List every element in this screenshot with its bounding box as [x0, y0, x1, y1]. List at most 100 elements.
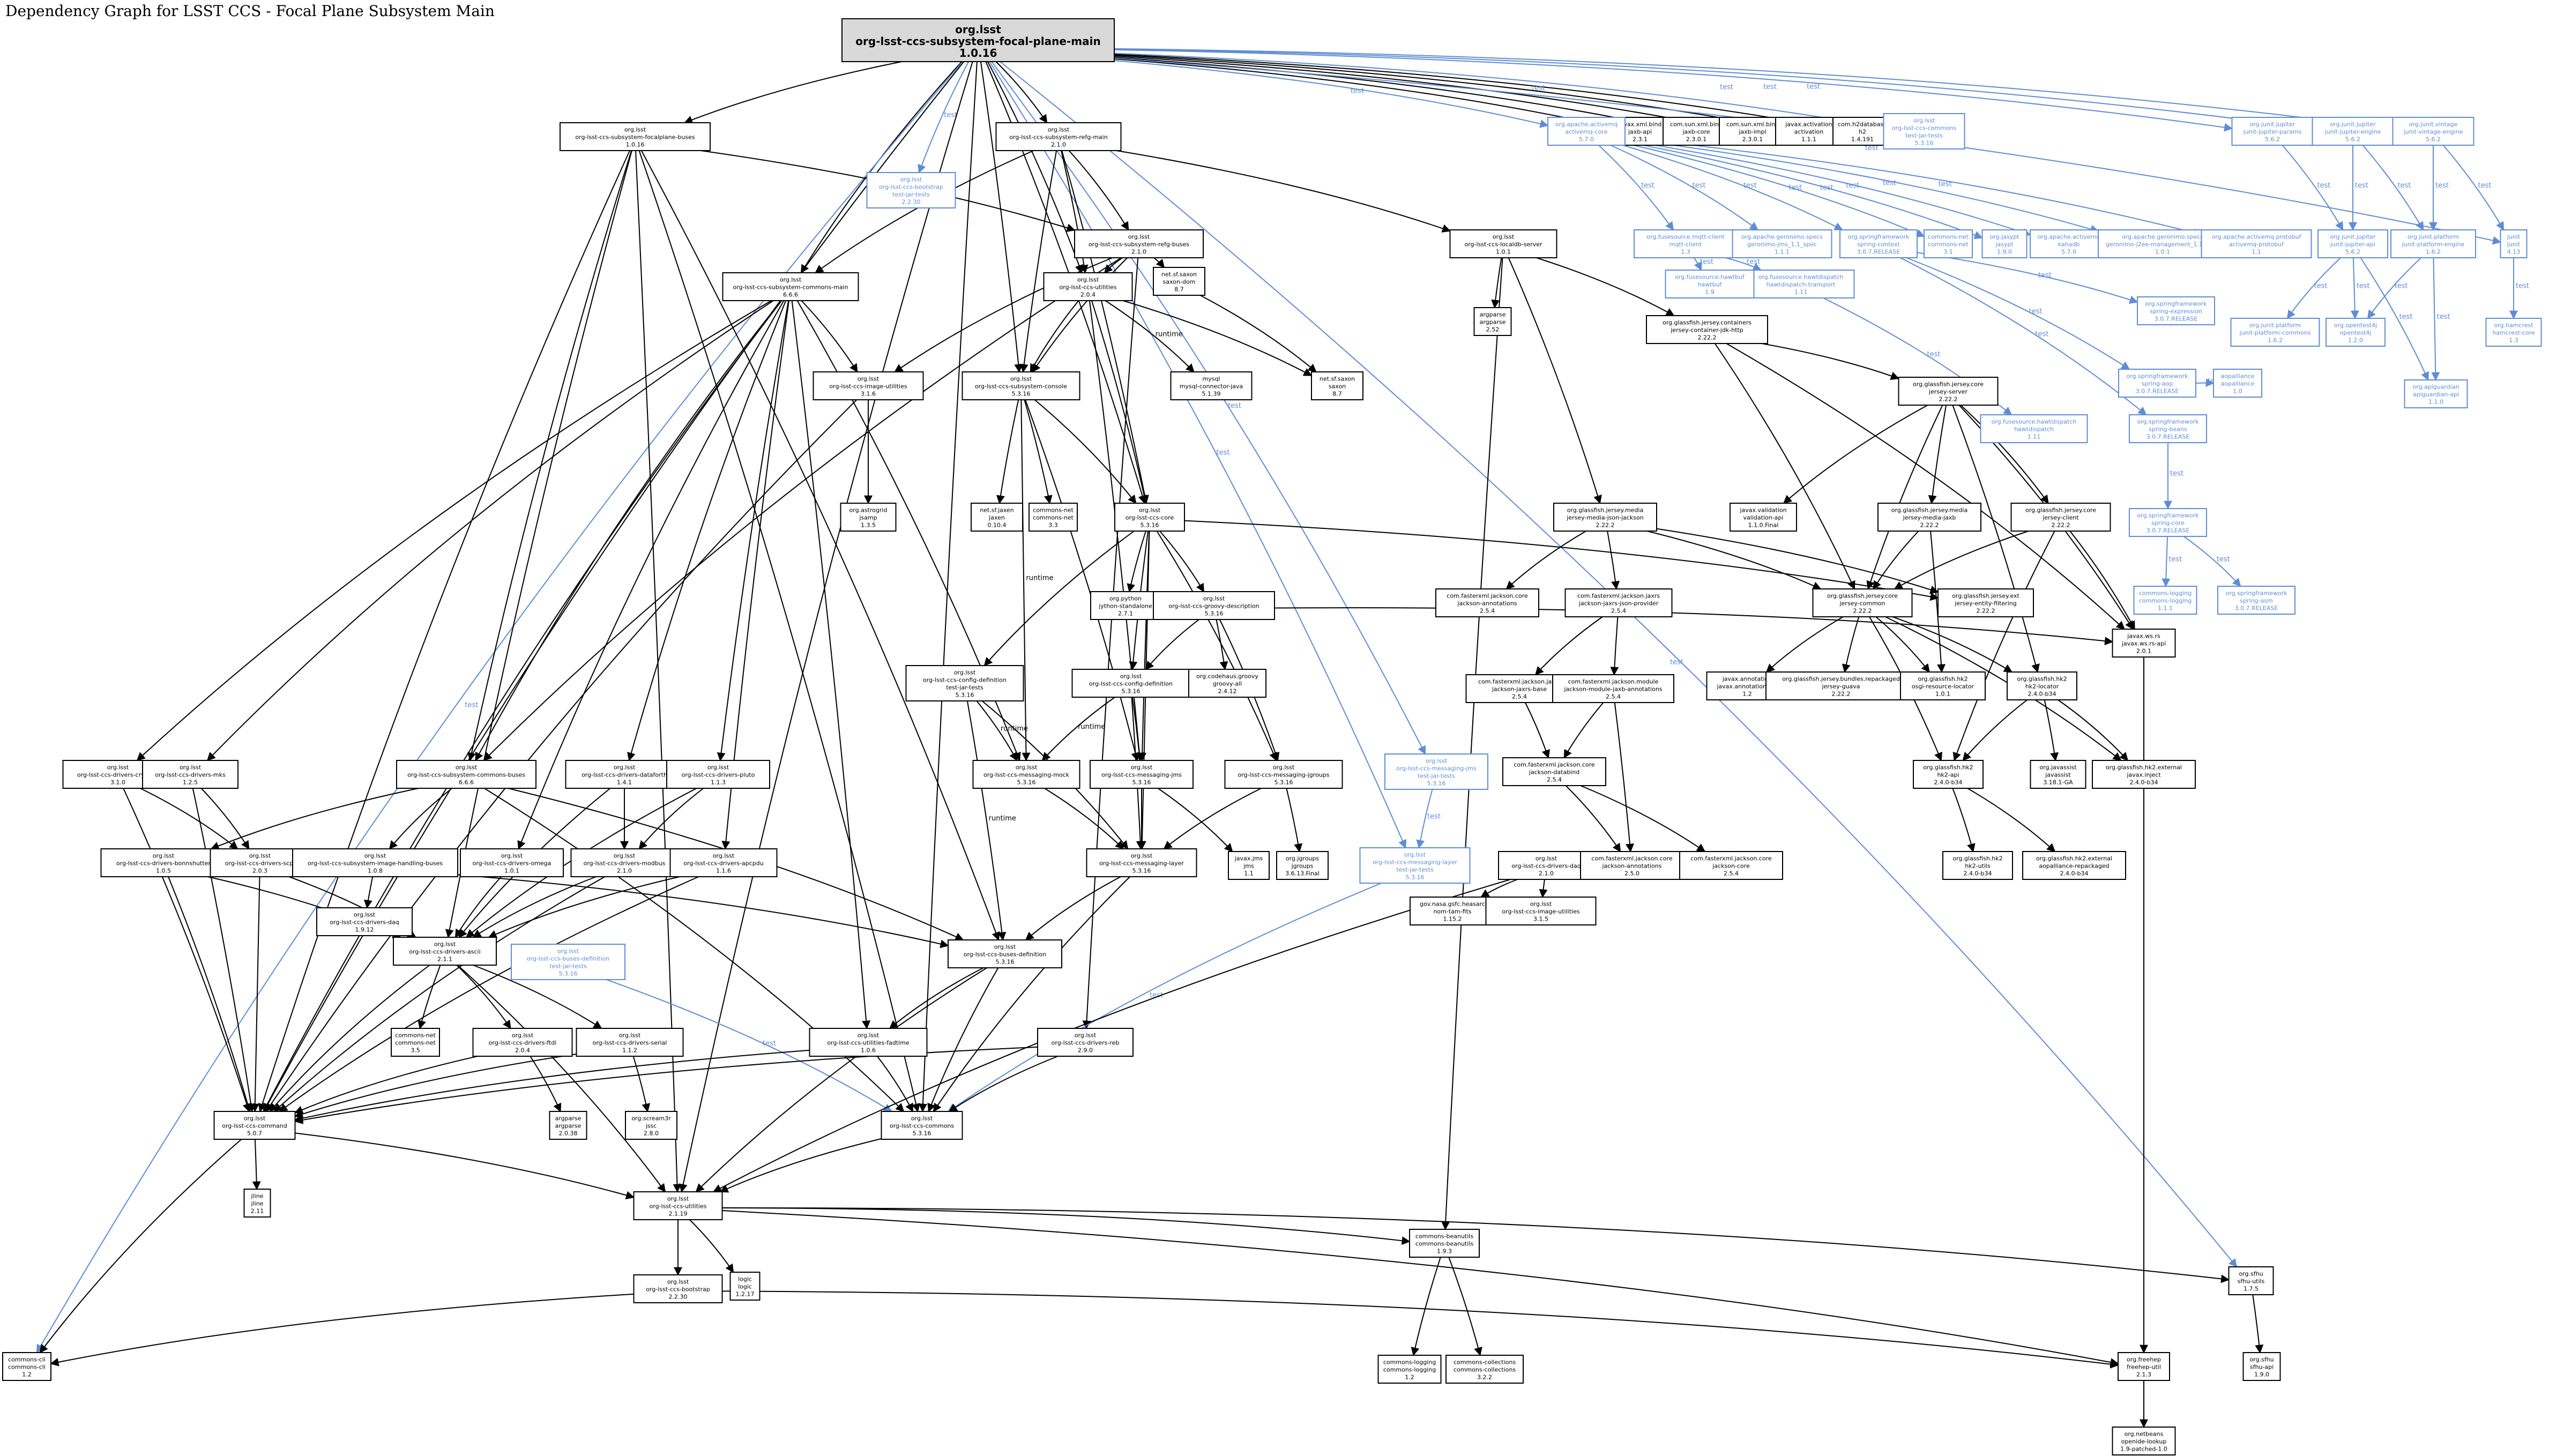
- node-label-line: 2.1.0: [617, 868, 632, 875]
- node-label-line: hawtdispatch: [2014, 426, 2054, 433]
- dependency-edge: [717, 300, 789, 761]
- node-label-line: jersey-common: [1839, 600, 1885, 607]
- node-label-line: junit-vintage-engine: [2403, 129, 2463, 136]
- node-box: [2242, 1352, 2281, 1381]
- node-label-line: org-lsst-ccs-localdb-server: [1465, 241, 1542, 248]
- node-label-line: org.lsst: [1530, 901, 1552, 908]
- node-box: [576, 1028, 684, 1057]
- node-box: [2, 1352, 51, 1381]
- dependency-edge: [1952, 531, 2055, 761]
- node-box: [1473, 307, 1512, 336]
- edge-scope-label: test: [1883, 179, 1896, 187]
- node-label-line: groovy-all: [1213, 681, 1242, 688]
- node-box: [840, 503, 897, 532]
- node-label-line: org.springframework: [2145, 301, 2207, 308]
- node-label-line: org.springframework: [2137, 512, 2199, 519]
- node-label-line: 1.15.2: [1443, 916, 1462, 923]
- dependency-edge: [1025, 876, 1121, 941]
- edge-scope-label: test: [2398, 182, 2411, 190]
- node-label-line: 2.5.0: [1624, 870, 1639, 877]
- node-label-line: org.lsst: [1273, 764, 1295, 771]
- node-label-line: jersey-container-jdk-http: [1670, 327, 1743, 334]
- node-label-line: junit: [2507, 241, 2521, 248]
- node-label-line: spring-expression: [2150, 308, 2202, 315]
- node-box: [625, 1111, 677, 1140]
- dependency-edge: [719, 1138, 882, 1193]
- dependency-edge: [168, 876, 252, 1112]
- dependency-edge: [1894, 531, 2029, 589]
- node-box: [1913, 760, 1984, 789]
- node-label-line: 2.3.1: [1633, 136, 1648, 143]
- node-label-line: commons-net: [395, 1040, 436, 1047]
- dependency-edge: [1114, 53, 1885, 131]
- node-label-line: 2.4.0-b34: [1964, 870, 1992, 877]
- node-box: [2137, 296, 2215, 325]
- edge-scope-label: test: [1846, 182, 1859, 190]
- node-box: [2030, 760, 2086, 789]
- dependency-edge: [295, 1132, 635, 1200]
- node-label-line: 3.1.0: [110, 779, 125, 786]
- node-label-line: gov.nasa.gsfc.heasarc: [1420, 901, 1485, 908]
- node-box: [633, 1191, 723, 1220]
- node-label-line: 3.0.7.RELEASE: [1857, 249, 1900, 256]
- node-label-line: commons-logging: [1383, 1367, 1436, 1373]
- node-label-line: com.fasterxml.jackson.module: [1568, 678, 1659, 685]
- dependency-edge: [722, 1210, 2119, 1367]
- dependency-edge: [1116, 150, 1451, 233]
- node-label-line: org-lsst-ccs-messaging-layer: [1099, 860, 1184, 867]
- dependency-edge: [1114, 48, 2394, 132]
- node-box: [866, 172, 956, 208]
- node-label-line: org.apiguardian: [2412, 384, 2459, 391]
- node-label-line: commons-logging: [1383, 1359, 1436, 1366]
- node-box: [1552, 674, 1674, 703]
- node-label-line: jaxb-api: [1628, 129, 1652, 136]
- node-label-line: jaxb-impl: [1738, 129, 1766, 136]
- node-box: [1037, 1028, 1134, 1057]
- node-label-line: org.junit.platform: [2249, 322, 2301, 329]
- node-label-line: jssc: [645, 1123, 657, 1130]
- node-label-line: org.lsst: [249, 853, 271, 860]
- dependency-edge: [2442, 145, 2505, 231]
- node-label-line: org.opentest4j: [2334, 322, 2377, 329]
- dependency-edge: [1000, 61, 2238, 1268]
- node-box: [1547, 117, 1626, 146]
- dependency-edge: [947, 883, 1382, 1112]
- node-label-line: 2.0.4: [515, 1047, 530, 1054]
- dependency-edge: [1068, 150, 1129, 231]
- node-label-line: commons-net: [395, 1032, 436, 1039]
- node-label-line: 5.3.16: [1122, 688, 1141, 695]
- node-label-line: 2.22.2: [1920, 522, 1939, 529]
- node-label-line: net.sf.jaxen: [980, 507, 1014, 514]
- node-label-line: org.lsst: [501, 853, 523, 860]
- node-label-line: junit: [2507, 234, 2521, 241]
